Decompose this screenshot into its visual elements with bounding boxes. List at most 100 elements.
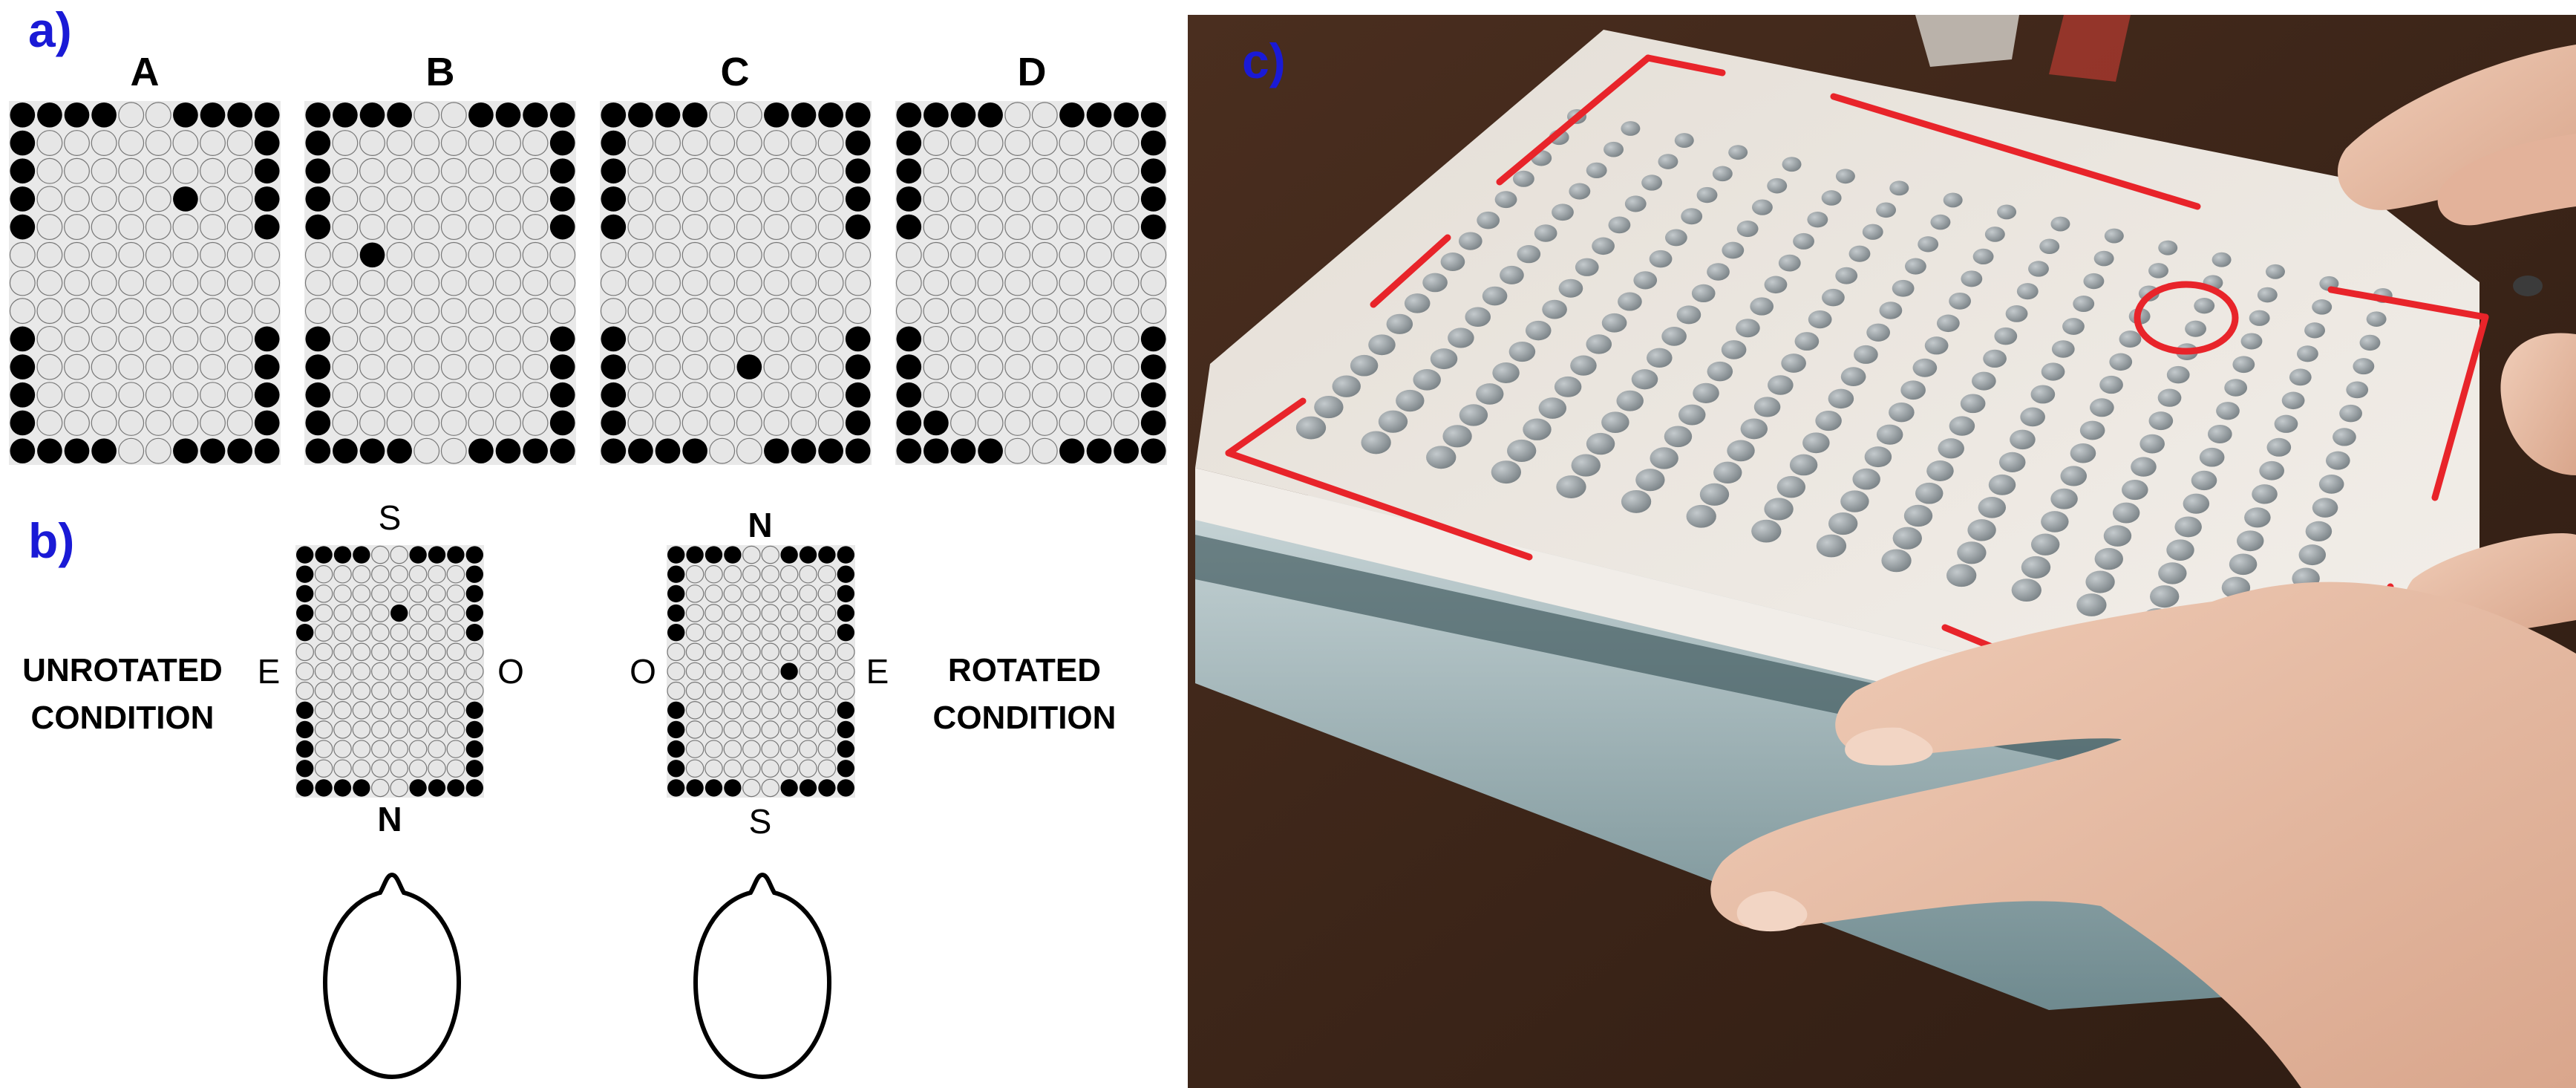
empty-pin [172,410,199,436]
empty-pin [118,241,145,268]
border-pin [465,779,483,797]
empty-pin [1086,270,1112,296]
device-pin [1558,278,1583,298]
device-pin [1554,376,1582,397]
empty-pin [522,130,549,156]
device-pin [1477,211,1500,229]
device-pin [2050,216,2070,232]
device-pin [1960,394,1986,414]
empty-pin [440,382,467,408]
empty-pin [413,325,440,352]
empty-pin [413,214,440,241]
empty-pin [468,298,494,325]
empty-pin [408,759,428,778]
empty-pin [681,382,708,408]
device-pin [2005,305,2028,322]
empty-pin [742,584,761,603]
empty-pin [709,437,736,464]
empty-pin [314,604,333,622]
empty-pin [1086,298,1112,325]
device-pin [1378,410,1408,433]
empty-pin [333,662,352,681]
border-pin [91,102,117,128]
empty-pin [304,241,331,268]
empty-pin [390,584,408,603]
device-pin [2041,511,2069,532]
empty-pin [371,759,390,778]
device-pin [2103,525,2132,547]
empty-pin [681,354,708,380]
empty-pin [1113,410,1140,436]
border-pin [791,102,817,128]
border-pin [978,102,1003,128]
empty-pin [742,545,761,564]
empty-pin [413,410,440,436]
border-pin [10,326,36,352]
empty-pin [667,681,685,700]
device-pin [1413,369,1441,391]
empty-pin [1059,270,1085,296]
device-pin [2185,320,2206,337]
empty-pin [386,157,413,184]
empty-pin [923,186,949,212]
device-pin [1938,438,1964,459]
empty-pin [495,410,521,436]
empty-pin [779,604,799,622]
empty-pin [314,681,333,700]
empty-pin [64,382,90,408]
empty-pin [226,214,253,241]
device-pin [1764,498,1794,521]
empty-pin [390,545,408,564]
device-pin [2312,498,2338,518]
empty-pin [359,325,385,352]
panel-label-c: c) [1242,33,1286,88]
device-pin [1676,305,1701,325]
empty-pin [145,437,171,464]
empty-pin [736,382,762,408]
device-pin [1864,446,1892,468]
empty-pin [440,130,467,156]
border-pin [254,382,280,408]
empty-pin [91,382,117,408]
empty-pin [314,642,333,662]
empty-pin [779,759,799,778]
rotated-left-label: O [630,652,656,691]
border-pin [1059,102,1085,128]
border-pin [705,779,723,797]
border-pin [387,102,412,128]
empty-pin [736,298,762,325]
empty-pin [408,720,428,739]
empty-pin [446,740,465,758]
border-pin [601,158,627,184]
empty-pin [837,681,855,700]
device-pin [2090,398,2114,417]
device-pin [2353,358,2375,375]
empty-pin [763,241,790,268]
empty-pin [817,740,837,758]
empty-pin [799,759,817,778]
empty-pin [428,681,446,700]
device-pin [1764,276,1788,294]
empty-pin [390,681,408,700]
device-pin [1727,440,1755,462]
device-pin [1768,375,1794,395]
empty-pin [332,241,359,268]
empty-pin [446,701,465,720]
device-pin [1740,418,1768,440]
empty-pin [522,298,549,325]
empty-pin [627,325,654,352]
empty-pin [685,701,705,720]
device-pin [2183,493,2210,514]
empty-pin [36,382,63,408]
empty-pin [332,270,359,296]
empty-pin [226,410,253,436]
device-pin [1525,320,1552,341]
border-pin [305,438,331,463]
empty-pin [495,214,521,241]
empty-pin [705,740,723,758]
device-pin [1778,254,1801,272]
empty-pin [817,410,844,436]
border-pin [601,130,627,156]
empty-pin [64,325,90,352]
device-pin [1712,166,1733,182]
